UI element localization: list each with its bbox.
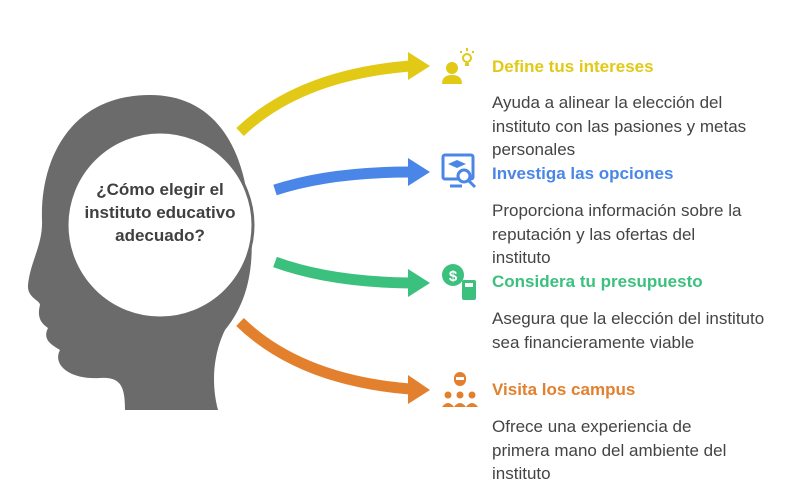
center-question: ¿Cómo elegir el instituto educativo adec… xyxy=(84,180,236,245)
item-desc-presupuesto: Asegura que la elección del instituto se… xyxy=(492,309,765,352)
arrow-green xyxy=(273,256,411,289)
item-title-presupuesto: Considera tu presupuesto xyxy=(492,272,703,291)
arrow-orange xyxy=(236,318,411,395)
svg-text:$: $ xyxy=(449,268,458,285)
item-title-campus: Visita los campus xyxy=(492,380,636,399)
person-lightbulb-icon xyxy=(442,48,474,84)
arrow-yellow xyxy=(236,60,411,136)
item-desc-intereses: Ayuda a alinear la elección del institut… xyxy=(492,93,747,159)
item-title-opciones: Investiga las opciones xyxy=(492,164,674,183)
monitor-graduation-search-icon xyxy=(441,153,477,189)
guide-group-icon xyxy=(442,372,478,407)
head-circle xyxy=(65,130,255,320)
arrow-blue xyxy=(273,166,411,196)
dollar-calculator-icon: $ xyxy=(442,264,476,300)
item-title-intereses: Define tus intereses xyxy=(492,57,654,76)
item-desc-opciones: Proporciona información sobre la reputac… xyxy=(492,201,742,267)
item-desc-campus: Ofrece una experiencia de primera mano d… xyxy=(492,417,727,483)
